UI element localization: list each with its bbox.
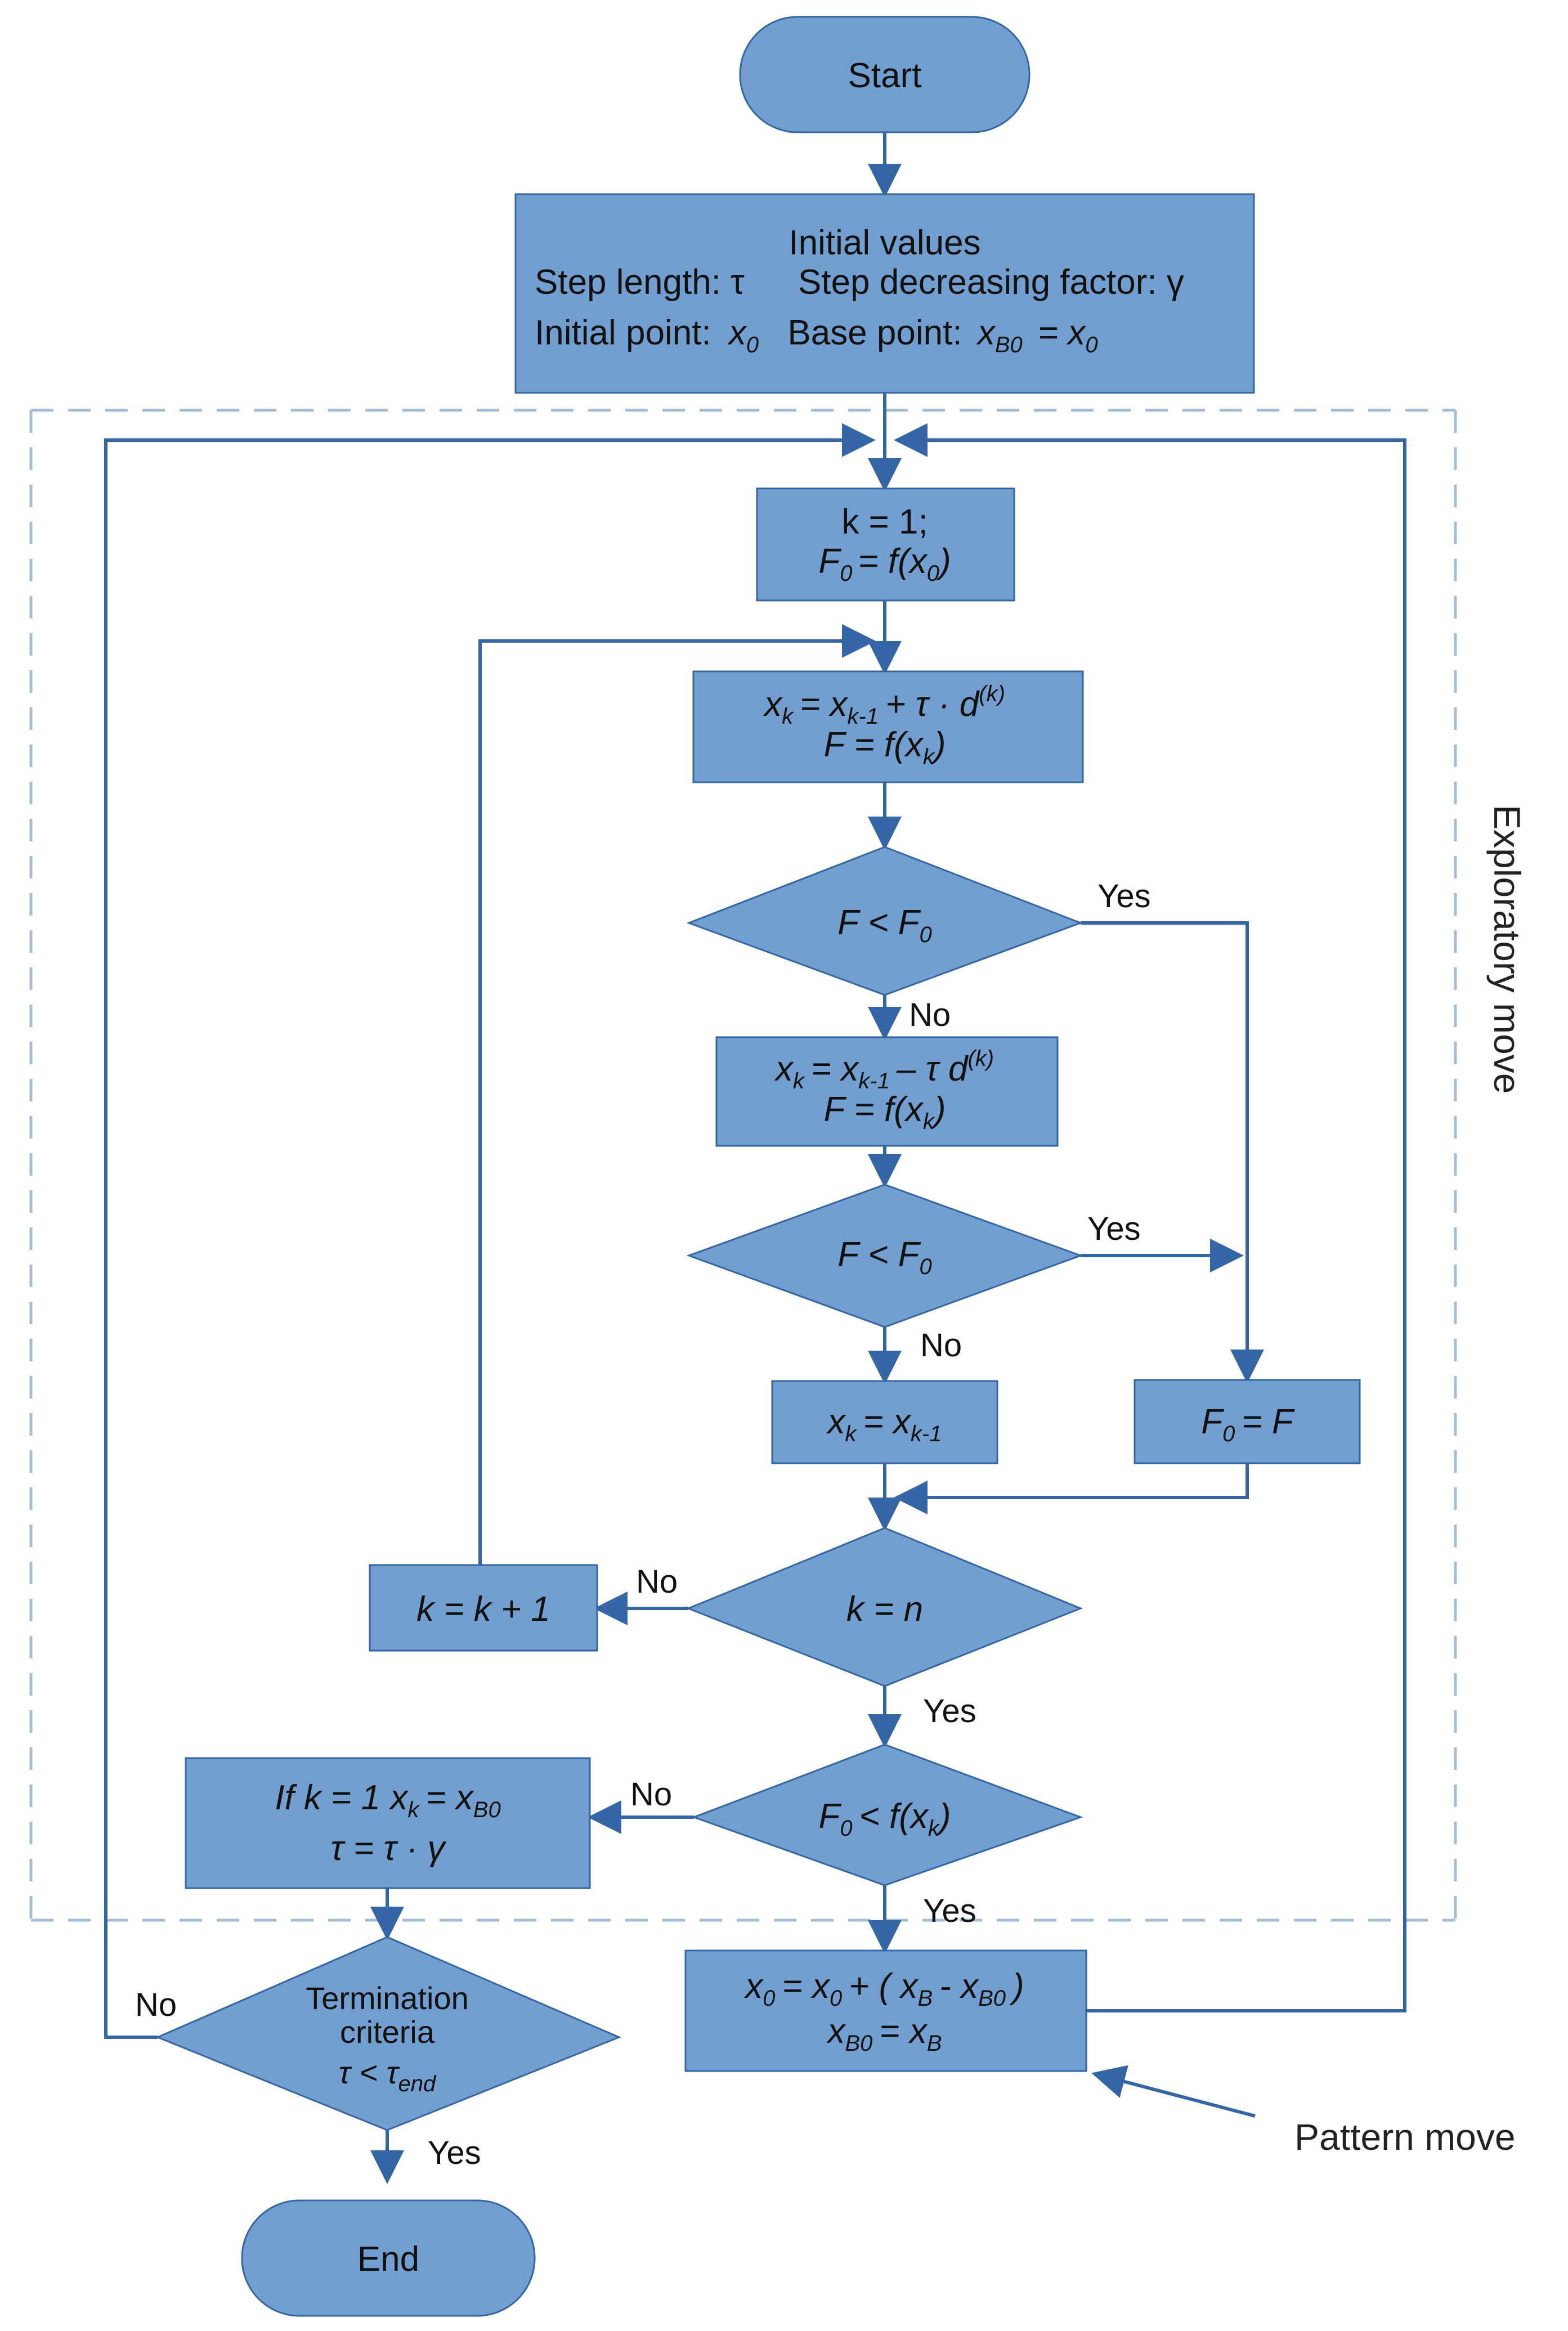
start-node: Start: [739, 16, 1031, 133]
end-label: End: [357, 2240, 419, 2279]
cond1-yes-label: Yes: [1097, 878, 1151, 915]
condk-yes-label: Yes: [923, 1693, 976, 1729]
connector-update-merge: [894, 1463, 1249, 1514]
init-node: Initial values Step length: τ Step decre…: [514, 193, 1255, 394]
step-plus-line: xk= xk-1+ τ · d(k): [763, 682, 1005, 729]
term-line1: Termination: [306, 1980, 468, 2016]
connector-inc-loop: [478, 624, 876, 1565]
pattern-line2: xB0= xB: [826, 2012, 942, 2056]
cond-k-node: k = n: [686, 1527, 1083, 1687]
term-yes-label: Yes: [428, 2135, 481, 2171]
pattern-move-label: Pattern move: [1294, 2116, 1516, 2158]
step-plus-node: xk= xk-1+ τ · d(k) F = f(xk): [692, 670, 1084, 783]
term-no-label: No: [135, 1987, 177, 2023]
cond2-yes-label: Yes: [1087, 1211, 1141, 1247]
cond2-label: F < F0: [837, 1235, 932, 1279]
cond1-node: F < F0: [686, 846, 1083, 996]
cond-k-label: k = n: [846, 1590, 923, 1629]
eval1-line: F = f(xk): [824, 725, 946, 769]
term-line2: criteria: [340, 2014, 435, 2050]
update-label: F0= F: [1201, 1402, 1295, 1446]
cond3-no-label: No: [630, 1776, 672, 1813]
end-node: End: [241, 2199, 536, 2317]
connector-no-termination-loop: [104, 423, 876, 2039]
init-title: Initial values: [789, 223, 980, 262]
shrink-line2: τ = τ · γ: [330, 1829, 446, 1868]
pattern-line1: x0= x0+ ( xB- xB0): [743, 1967, 1024, 2011]
reset-node: xk= xk-1: [771, 1380, 998, 1464]
eval2-line: F = f(xk): [824, 1090, 946, 1134]
inc-k-node: k = k + 1: [369, 1564, 598, 1652]
k1-line1: k = 1;: [841, 503, 928, 541]
init-step-length: Step length: τ: [535, 263, 745, 302]
termination-node: Termination criteria τ < τend: [155, 1936, 621, 2131]
cond2-node: F < F0: [686, 1184, 1083, 1328]
cond3-yes-label: Yes: [923, 1893, 976, 1929]
reset-label: xk= xk-1: [826, 1402, 942, 1446]
init-point-line: Initial point: x0 Base point: xB0 = x0: [535, 313, 1098, 360]
update-node: F0= F: [1134, 1379, 1361, 1464]
k1-node: k = 1; F0= f(x0): [756, 487, 1015, 602]
cond3-node: F0< f(xk): [691, 1743, 1083, 1886]
cond3-label: F0< f(xk): [818, 1797, 951, 1841]
condk-no-label: No: [636, 1563, 678, 1600]
step-minus-line: xk= xk-1– τ d(k): [774, 1046, 994, 1093]
init-step-factor: Step decreasing factor: γ: [798, 263, 1184, 302]
k1-line2: F0= f(x0): [818, 542, 951, 586]
shrink-node: If k = 1 xk= xB0 τ = τ · γ: [185, 1757, 591, 1889]
cond1-no-label: No: [909, 997, 951, 1033]
shrink-line1: If k = 1 xk= xB0: [275, 1778, 500, 1822]
step-minus-node: xk= xk-1– τ d(k) F = f(xk): [715, 1036, 1059, 1147]
cond2-no-label: No: [920, 1327, 962, 1364]
inc-k-label: k = k + 1: [416, 1590, 550, 1629]
connectors: [104, 132, 1406, 2184]
cond1-label: F < F0: [837, 903, 932, 947]
exploratory-move-label: Exploratory move: [1486, 805, 1528, 1094]
connector-pattern-loop: [894, 423, 1406, 2012]
start-label: Start: [848, 56, 922, 95]
connector-pattern-pointer: [1091, 2065, 1256, 2118]
term-line3: τ < τend: [339, 2055, 437, 2096]
connector-cond1-yes: [1081, 921, 1264, 1383]
exploratory-region: [29, 409, 1457, 1922]
pattern-node: x0= x0+ ( xB- xB0) xB0= xB: [684, 1949, 1087, 2072]
